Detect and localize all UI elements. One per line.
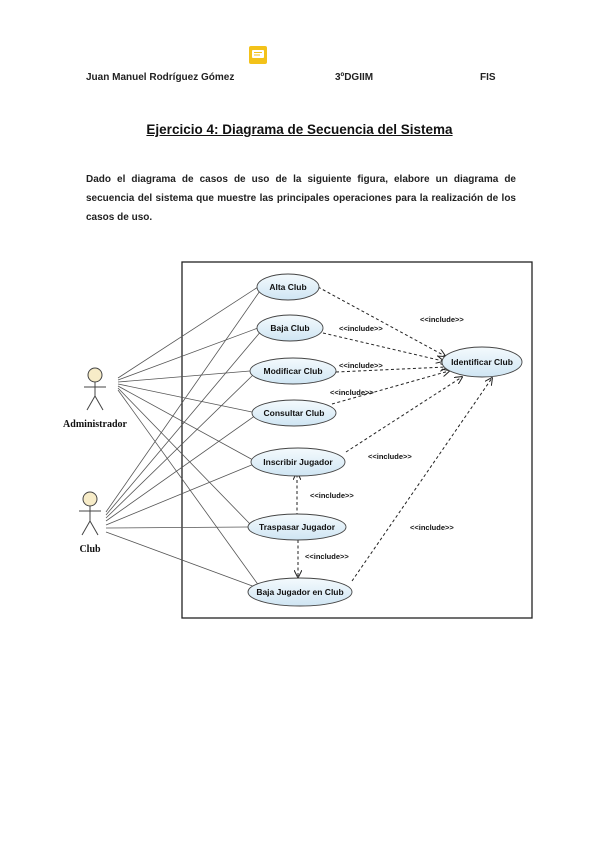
use-case-label: Traspasar Jugador (259, 522, 336, 532)
system-boundary (181, 261, 533, 619)
use-case-label: Consultar Club (264, 408, 325, 418)
use-case-label: Baja Club (270, 323, 309, 333)
header-subject: FIS (480, 72, 496, 83)
use-case-label: Baja Jugador en Club (256, 587, 343, 597)
include-label: <<include>> (410, 523, 454, 532)
actor-club-icon (79, 491, 101, 536)
header-author: Juan Manuel Rodríguez Gómez (86, 72, 235, 83)
use-case-label: Alta Club (269, 282, 306, 292)
include-label: <<include>> (339, 361, 383, 370)
use-case-modificar-club (249, 357, 337, 385)
use-case-identificar-club (441, 346, 523, 378)
club-associations (105, 287, 263, 589)
include-label: <<include>> (368, 452, 412, 461)
comment-note-icon[interactable] (249, 46, 267, 64)
include-label: <<include>> (305, 552, 349, 561)
include-label: <<include>> (310, 491, 354, 500)
header-course: 3ºDGIIM (335, 72, 374, 83)
use-case-baja-club (256, 314, 324, 342)
actor-administrador-icon (84, 367, 106, 411)
exercise-statement: Dado el diagrama de casos de uso de la s… (86, 174, 516, 223)
include-label: <<include>> (420, 315, 464, 324)
use-case-consultar-club (251, 399, 337, 427)
use-case-traspasar-jugador (247, 513, 347, 541)
include-dependencies (297, 286, 492, 582)
actor-administrador-label: Administrador (63, 419, 127, 430)
page-title: Ejercicio 4: Diagrama de Secuencia del S… (146, 122, 453, 137)
actor-club-label: Club (79, 544, 101, 555)
use-case-baja-jugador-en-club (247, 577, 353, 607)
use-case-inscribir-jugador (250, 447, 346, 477)
include-label: <<include>> (339, 324, 383, 333)
use-case-label: Identificar Club (451, 357, 513, 367)
use-case-label: Modificar Club (263, 366, 322, 376)
use-case-label: Inscribir Jugador (263, 457, 333, 467)
use-case-alta-club (256, 273, 320, 301)
include-label: <<include>> (330, 388, 374, 397)
